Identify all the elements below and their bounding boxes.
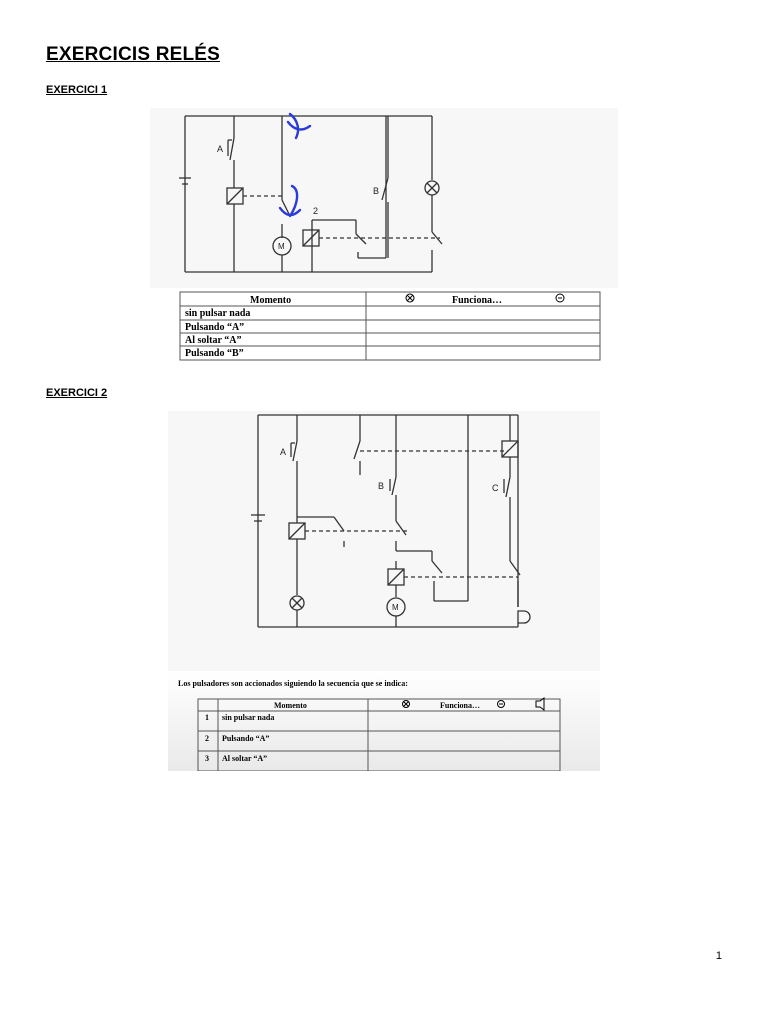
- exercise-1-table-header-moment: Momento: [250, 295, 291, 306]
- exercise-2-table-header-works: Funciona…: [440, 701, 480, 710]
- motor-icon: [497, 700, 505, 708]
- exercise-1-row-4: Pulsando “B”: [185, 348, 244, 359]
- exercise-1-label-b: B: [373, 186, 379, 196]
- exercise-2-figure: A B C M Los pulsadores son accionados si…: [168, 411, 600, 771]
- exercise-2-row-1-num: 1: [205, 713, 209, 722]
- exercise-2-table-header-moment: Momento: [274, 701, 307, 710]
- exercise-1-label-a: A: [217, 144, 223, 154]
- exercise-1-row-2: Pulsando “A”: [185, 322, 244, 333]
- lamp-icon: [402, 700, 410, 708]
- exercise-2-heading: EXERCICI 2: [46, 387, 108, 399]
- exercise-1-motor-label: M: [278, 242, 285, 251]
- page-title: EXERCICIS RELÉS: [46, 44, 221, 65]
- exercise-1-table-header-works: Funciona…: [452, 295, 502, 306]
- exercise-1-label-2: 2: [313, 206, 318, 216]
- exercise-2-label-a: A: [280, 447, 286, 457]
- exercise-2-row-2-num: 2: [205, 734, 209, 743]
- exercise-2-circuit: A B C M Los pulsadores son accionados si…: [168, 411, 600, 771]
- exercise-2-row-3-num: 3: [205, 754, 209, 763]
- exercise-2-row-3-label: Al soltar “A”: [222, 754, 267, 763]
- exercise-2-caption: Los pulsadores son accionados siguiendo …: [178, 679, 408, 688]
- exercise-1-figure: A B 2 M Momento Funciona… sin pulsar nad…: [150, 108, 618, 364]
- exercise-1-row-1: sin pulsar nada: [185, 308, 250, 319]
- exercise-2-motor-label: M: [392, 603, 399, 612]
- motor-icon: [555, 293, 565, 303]
- exercise-2-row-1-label: sin pulsar nada: [222, 713, 274, 722]
- page-number: 1: [715, 950, 722, 962]
- exercise-1-heading: EXERCICI 1: [46, 84, 108, 96]
- bell-icon: [535, 697, 545, 711]
- exercise-2-label-c: C: [492, 483, 499, 493]
- exercise-1-circuit: A B 2 M Momento Funciona… sin pulsar nad…: [150, 108, 618, 364]
- exercise-2-label-b: B: [378, 481, 384, 491]
- exercise-2-row-2-label: Pulsando “A”: [222, 734, 269, 743]
- lamp-icon: [405, 293, 415, 303]
- exercise-1-row-3: Al soltar “A”: [185, 335, 241, 346]
